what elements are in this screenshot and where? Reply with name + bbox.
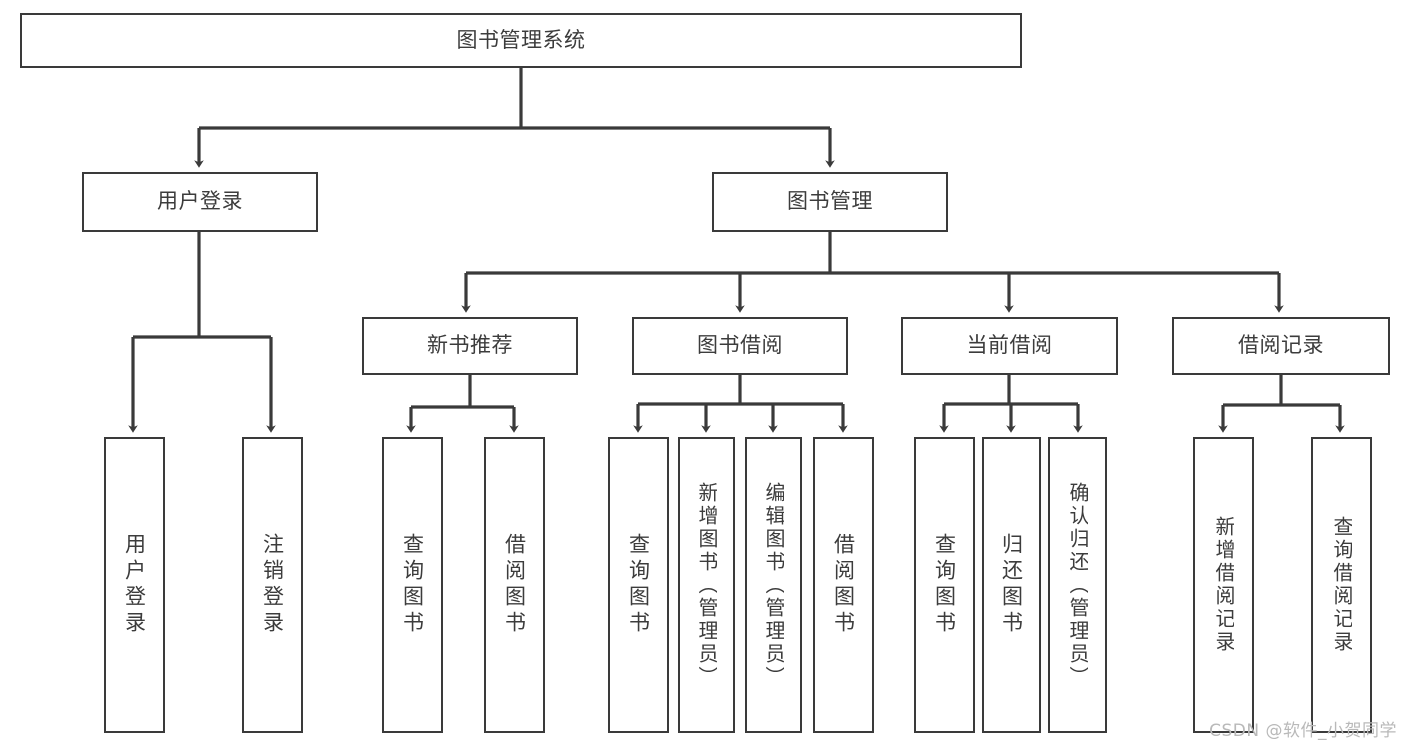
node-label: 查询图书 <box>627 533 650 637</box>
node-leaf-return-book[interactable]: 归还图书 <box>982 437 1041 733</box>
node-leaf-add-book[interactable]: 新增图书（管理员） <box>678 437 735 733</box>
node-book-manage[interactable]: 图书管理 <box>712 172 948 232</box>
node-label: 图书管理系统 <box>456 27 586 52</box>
node-label: 借阅记录 <box>1238 333 1324 358</box>
node-leaf-query-book-3[interactable]: 查询图书 <box>914 437 975 733</box>
node-label: 编辑图书（管理员） <box>763 481 784 689</box>
node-label: 用户登录 <box>123 533 146 637</box>
node-leaf-edit-book[interactable]: 编辑图书（管理员） <box>745 437 802 733</box>
node-leaf-user-login[interactable]: 用户登录 <box>104 437 165 733</box>
node-leaf-query-record[interactable]: 查询借阅记录 <box>1311 437 1372 733</box>
node-label: 借阅图书 <box>503 533 526 637</box>
node-label: 查询借阅记录 <box>1331 516 1352 654</box>
node-leaf-borrow-book-1[interactable]: 借阅图书 <box>484 437 545 733</box>
node-leaf-add-record[interactable]: 新增借阅记录 <box>1193 437 1254 733</box>
node-label: 确认归还（管理员） <box>1067 481 1088 689</box>
node-leaf-borrow-book-2[interactable]: 借阅图书 <box>813 437 874 733</box>
node-label: 图书管理 <box>787 189 873 214</box>
node-label: 新增图书（管理员） <box>696 481 717 689</box>
node-borrow-record[interactable]: 借阅记录 <box>1172 317 1390 375</box>
node-root-book-management-system[interactable]: 图书管理系统 <box>20 13 1022 68</box>
node-leaf-confirm-return[interactable]: 确认归还（管理员） <box>1048 437 1107 733</box>
node-label: 新书推荐 <box>427 333 513 358</box>
node-label: 图书借阅 <box>697 333 783 358</box>
node-label: 用户登录 <box>157 189 243 214</box>
node-label: 借阅图书 <box>832 533 855 637</box>
node-new-book-recommend[interactable]: 新书推荐 <box>362 317 578 375</box>
node-leaf-logout-login[interactable]: 注销登录 <box>242 437 303 733</box>
node-label: 新增借阅记录 <box>1213 516 1234 654</box>
node-label: 当前借阅 <box>966 333 1053 358</box>
node-label: 注销登录 <box>261 533 284 637</box>
node-label: 查询图书 <box>933 533 956 637</box>
node-label: 查询图书 <box>401 533 424 637</box>
node-leaf-query-book-1[interactable]: 查询图书 <box>382 437 443 733</box>
node-user-login[interactable]: 用户登录 <box>82 172 318 232</box>
node-label: 归还图书 <box>1000 533 1023 637</box>
node-current-borrow[interactable]: 当前借阅 <box>901 317 1118 375</box>
node-leaf-query-book-2[interactable]: 查询图书 <box>608 437 669 733</box>
node-book-borrow[interactable]: 图书借阅 <box>632 317 848 375</box>
